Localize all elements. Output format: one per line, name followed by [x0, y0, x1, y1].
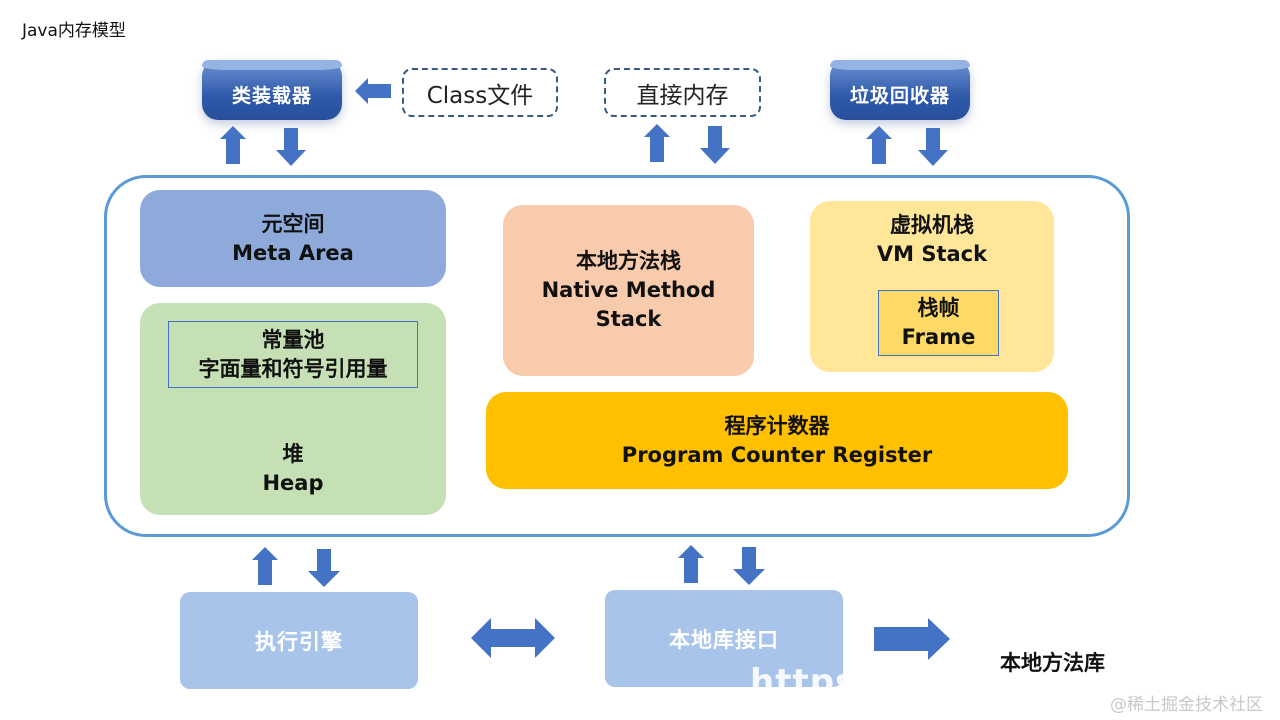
meta-area-cn: 元空间 — [261, 211, 325, 236]
watermark-credit: @稀土掘金技术社区 — [1110, 695, 1263, 715]
down-arrow-icon — [700, 126, 730, 164]
up-arrow-icon — [678, 545, 704, 583]
execution-engine-label: 执行引擎 — [255, 629, 343, 654]
constant-pool-desc: 字面量和符号引用量 — [198, 356, 388, 381]
class-loader-label: 类装载器 — [231, 84, 312, 107]
native-library-label: 本地方法库 — [1000, 651, 1105, 675]
native-method-stack-en-line1: Native Method — [541, 278, 716, 302]
direct-memory-label: 直接内存 — [636, 82, 729, 109]
down-arrow-icon — [733, 547, 765, 585]
meta-area-en: Meta Area — [232, 240, 354, 265]
native-method-stack-cn: 本地方法栈 — [576, 249, 681, 273]
garbage-collector-label: 垃圾回收器 — [849, 84, 950, 107]
left-arrow-icon — [355, 78, 391, 104]
class-file-box: Class文件 — [402, 68, 558, 117]
heap-en: Heap — [262, 471, 324, 495]
up-arrow-icon — [220, 126, 246, 164]
class-loader-cylinder: 类装载器 — [202, 60, 342, 120]
constant-pool-box: 常量池 字面量和符号引用量 — [168, 321, 418, 388]
program-counter-en: Program Counter Register — [621, 442, 933, 467]
execution-engine-box: 执行引擎 — [180, 592, 418, 689]
up-arrow-icon — [866, 126, 892, 164]
vm-stack-cn: 虚拟机栈 — [890, 213, 974, 237]
class-file-label: Class文件 — [426, 82, 534, 109]
right-arrow-icon — [874, 618, 950, 660]
page-title: Java内存模型 — [22, 21, 126, 41]
double-arrow-icon — [471, 618, 555, 658]
down-arrow-icon — [276, 128, 306, 166]
frame-en: Frame — [901, 325, 976, 349]
cylinder-top — [830, 60, 970, 70]
frame-cn: 栈帧 — [917, 296, 960, 320]
heap-cn: 堆 — [282, 442, 304, 466]
heap-label: 堆 Heap — [140, 440, 446, 498]
program-counter-cn: 程序计数器 — [724, 413, 830, 438]
vm-stack-en: VM Stack — [876, 242, 988, 266]
native-method-stack-en-line2: Stack — [595, 307, 662, 331]
up-arrow-icon — [644, 124, 670, 162]
program-counter-block: 程序计数器 Program Counter Register — [486, 392, 1068, 489]
native-interface-box: 本地库接口 — [605, 590, 843, 687]
native-interface-label: 本地库接口 — [669, 627, 779, 652]
meta-area-block: 元空间 Meta Area — [140, 190, 446, 287]
watermark-url: https: — [750, 662, 871, 702]
constant-pool-title: 常量池 — [261, 327, 325, 352]
direct-memory-box: 直接内存 — [604, 68, 761, 117]
down-arrow-icon — [308, 549, 340, 587]
garbage-collector-cylinder: 垃圾回收器 — [830, 60, 970, 120]
frame-box: 栈帧 Frame — [878, 290, 999, 356]
up-arrow-icon — [252, 547, 278, 585]
down-arrow-icon — [918, 128, 948, 166]
native-method-stack-block: 本地方法栈 Native Method Stack — [503, 205, 754, 376]
cylinder-top — [202, 60, 342, 70]
